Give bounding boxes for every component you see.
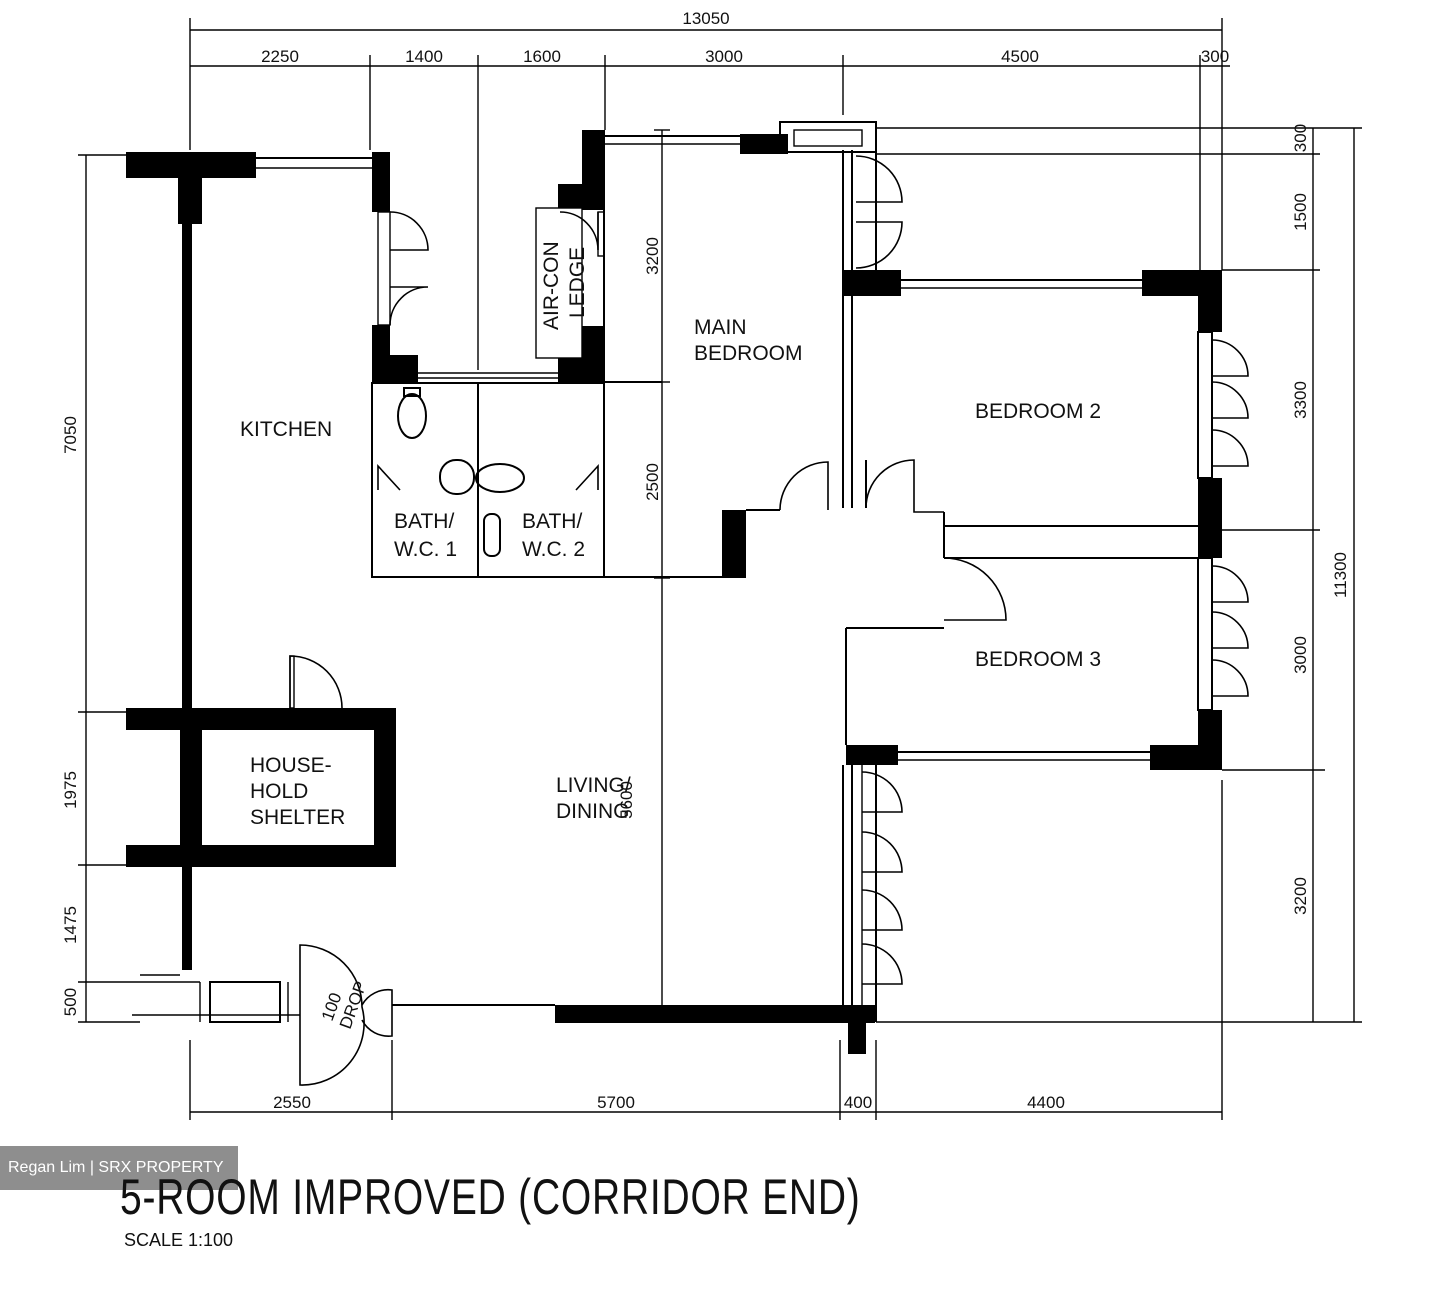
- dim-bottom-3: 400: [844, 1093, 872, 1112]
- dim-right-4: 3000: [1291, 636, 1310, 674]
- label-shelter-3: SHELTER: [250, 806, 345, 829]
- label-bath-2b: W.C. 2: [522, 538, 585, 561]
- label-aircon-1: AIR-CON: [540, 241, 563, 330]
- dim-right-2: 1500: [1291, 193, 1310, 231]
- label-shelter-2: HOLD: [250, 780, 308, 803]
- dim-top-2: 1400: [405, 47, 443, 66]
- label-shelter-1: HOUSE-: [250, 754, 332, 777]
- label-main-bedroom-1: MAIN: [694, 316, 747, 339]
- label-bedroom-3: BEDROOM 3: [975, 648, 1101, 671]
- label-living-2: DINING: [556, 800, 630, 823]
- dim-left-1: 1975: [61, 771, 80, 809]
- label-bath-1a: BATH/: [394, 510, 454, 533]
- dim-bottom-1: 2550: [273, 1093, 311, 1112]
- plan-scale: SCALE 1:100: [124, 1230, 234, 1250]
- label-bath-2a: BATH/: [522, 510, 582, 533]
- top-dimension-lines: [189, 18, 1230, 370]
- dim-top-3: 1600: [523, 47, 561, 66]
- dim-top-overall: 13050: [682, 9, 729, 28]
- plan-title: 5-ROOM IMPROVED (CORRIDOR END): [120, 1169, 861, 1225]
- dim-top-1: 2250: [261, 47, 299, 66]
- dim-inner-2: 2500: [643, 463, 662, 501]
- dim-bottom-2: 5700: [597, 1093, 635, 1112]
- left-dimension-lines: [78, 154, 200, 1023]
- dim-right-1: 300: [1291, 124, 1310, 152]
- dim-bottom-4: 4400: [1027, 1093, 1065, 1112]
- doors: [289, 155, 1249, 1086]
- partitions: [132, 121, 1213, 1023]
- structural-walls: [126, 130, 1222, 1054]
- dim-right-5: 3200: [1291, 877, 1310, 915]
- dim-top-6: 300: [1201, 47, 1229, 66]
- bath-fixtures: [397, 387, 525, 557]
- dim-right-3: 3300: [1291, 381, 1310, 419]
- label-aircon-2: LEDGE: [566, 247, 589, 318]
- right-dimension-lines: [876, 127, 1362, 1023]
- dim-top-4: 3000: [705, 47, 743, 66]
- dim-inner-1: 3200: [643, 237, 662, 275]
- label-bedroom-2: BEDROOM 2: [975, 400, 1101, 423]
- dim-left-2: 1475: [61, 906, 80, 944]
- dim-inner-3: 5600: [617, 781, 636, 819]
- dim-left-overall: 7050: [61, 416, 80, 454]
- label-living-1: LIVING/: [556, 774, 631, 797]
- bottom-dimension-lines: [189, 780, 1223, 1120]
- label-bath-1b: W.C. 1: [394, 538, 457, 561]
- label-kitchen: KITCHEN: [240, 418, 332, 441]
- dim-right-overall: 11300: [1331, 552, 1350, 598]
- dim-left-3: 500: [61, 988, 80, 1016]
- label-main-bedroom-2: BEDROOM: [694, 342, 803, 365]
- watermark-badge: Regan Lim | SRX PROPERTY: [0, 1146, 238, 1190]
- dim-top-5: 4500: [1001, 47, 1039, 66]
